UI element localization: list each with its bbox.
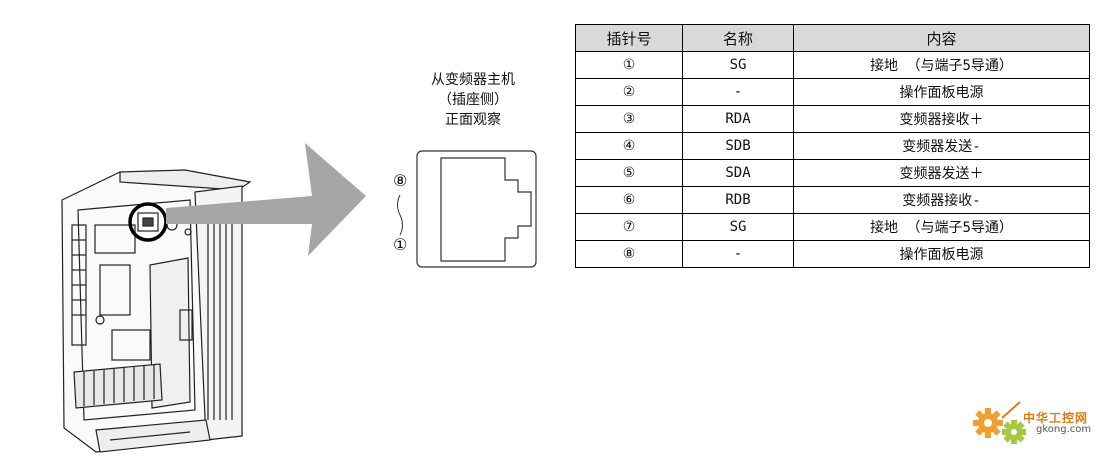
watermark-logo-text: 中华工控网 bbox=[1023, 411, 1089, 425]
table-row: ① SG 接地 （与端子5导通） bbox=[575, 51, 1090, 79]
view-caption: 从变频器主机 （插座侧） 正面观察 bbox=[398, 70, 548, 130]
pin-label-bottom: ① bbox=[393, 235, 408, 254]
pin-content-cell: 变频器发送- bbox=[793, 132, 1090, 160]
header-name: 名称 bbox=[682, 24, 794, 52]
table-row: ④ SDB 变频器发送- bbox=[575, 132, 1090, 160]
table-row: ⑧ - 操作面板电源 bbox=[575, 240, 1090, 268]
pin-content-cell: 操作面板电源 bbox=[793, 240, 1090, 268]
table-row: ③ RDA 变频器接收＋ bbox=[575, 105, 1090, 133]
pin-name-cell: - bbox=[682, 240, 794, 268]
caption-line-3: 正面观察 bbox=[445, 112, 501, 128]
pin-content-cell: 变频器接收＋ bbox=[793, 105, 1090, 133]
table-row: ⑥ RDB 变频器接收- bbox=[575, 186, 1090, 214]
pin-number-cell: ① bbox=[575, 51, 683, 79]
pin-name-cell: RDB bbox=[682, 186, 794, 214]
pin-name-cell: RDA bbox=[682, 105, 794, 133]
watermark-url: gkong.com bbox=[1036, 424, 1092, 435]
caption-line-2: （插座侧） bbox=[438, 92, 508, 108]
pin-assignment-table: 插针号 名称 内容 ① SG 接地 （与端子5导通） ② - 操作面板电源 ③ … bbox=[575, 24, 1090, 268]
pin-name-cell: SG bbox=[682, 213, 794, 241]
pin-number-cell: ⑧ bbox=[575, 240, 683, 268]
pin-content-cell: 变频器发送＋ bbox=[793, 159, 1090, 187]
table-header-row: 插针号 名称 内容 bbox=[575, 24, 1090, 52]
header-content: 内容 bbox=[793, 24, 1090, 52]
caption-line-1: 从变频器主机 bbox=[431, 72, 515, 88]
pin-label-top: ⑧ bbox=[393, 171, 408, 190]
pin-number-cell: ⑦ bbox=[575, 213, 683, 241]
table-row: ⑤ SDA 变频器发送＋ bbox=[575, 159, 1090, 187]
